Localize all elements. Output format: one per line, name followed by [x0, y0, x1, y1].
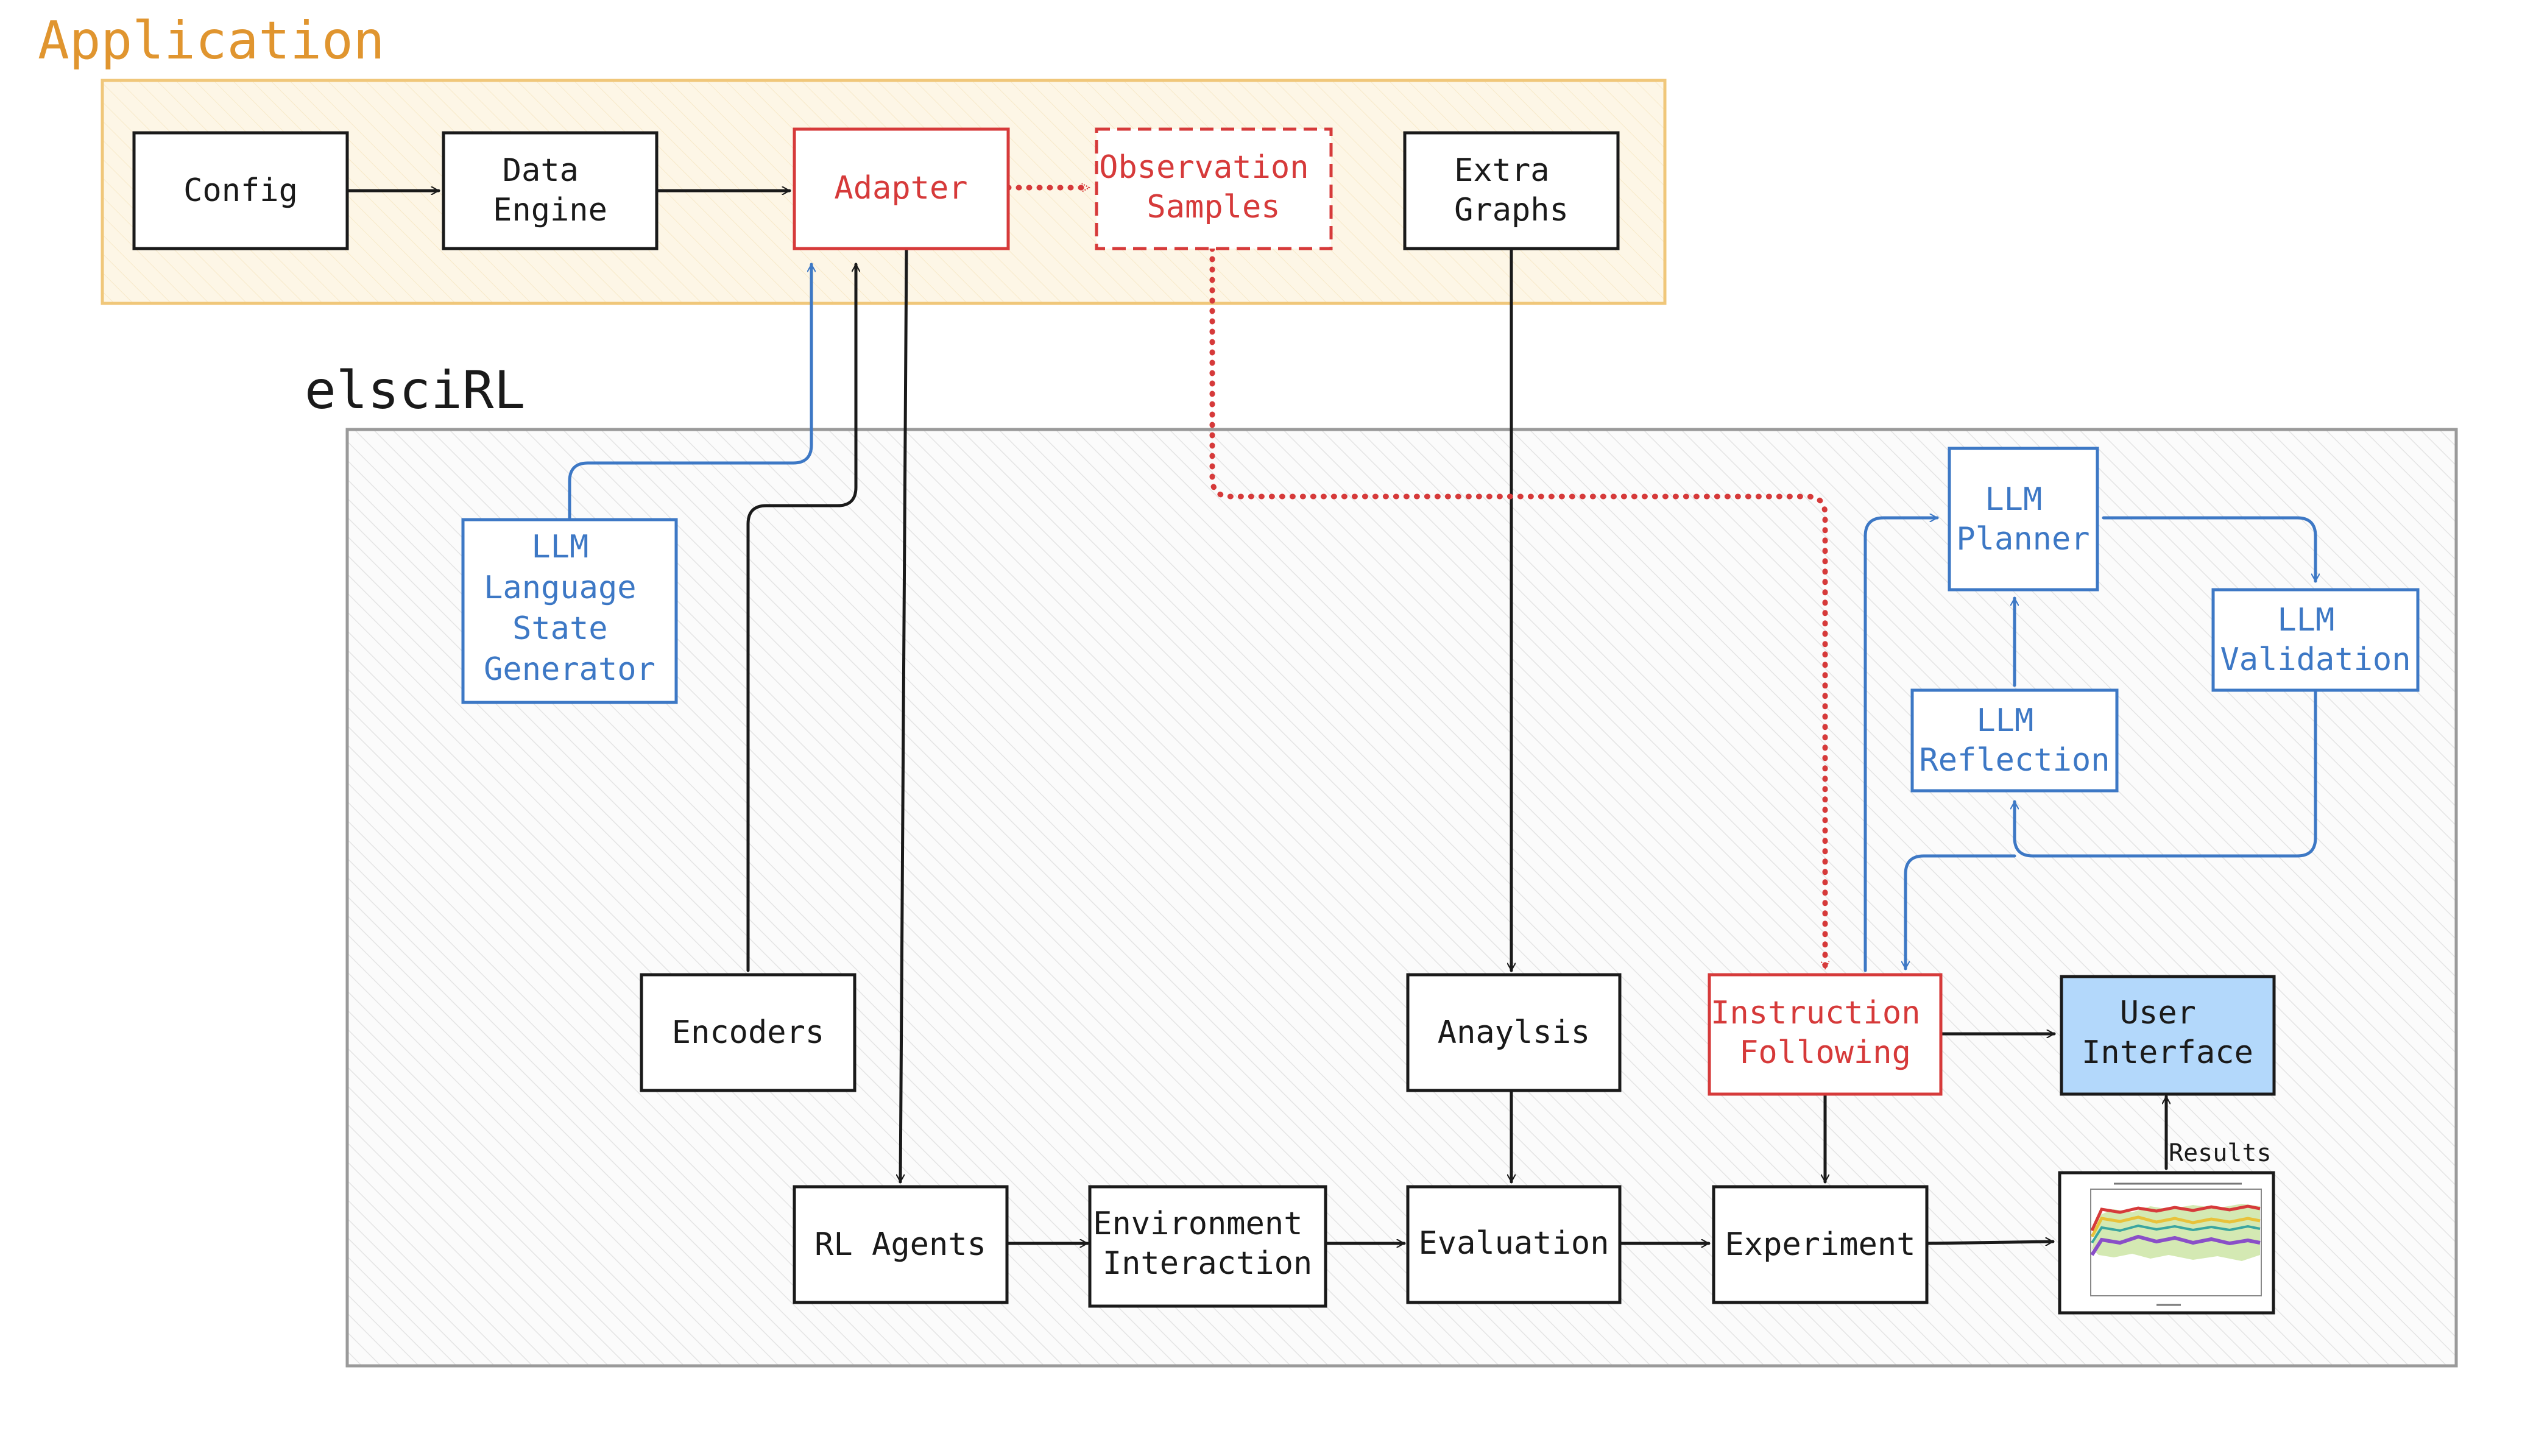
llm-reflection-node[interactable]: LLM Reflection	[1910, 688, 2119, 793]
edge-encoders-adapter	[746, 263, 856, 972]
llm-lsg-label-2: Language	[484, 570, 636, 606]
edge-adapter-rl-agents	[900, 247, 908, 1184]
instruction-following-node[interactable]: Instruction Following	[1708, 973, 1943, 1096]
svg-text:Evaluation: Evaluation	[1418, 1225, 1609, 1262]
edges	[345, 188, 2317, 1243]
llm-planner-node[interactable]: LLM Planner	[1948, 447, 2099, 592]
edge-observation-instruction	[1209, 246, 1825, 969]
analysis-node[interactable]: Anaylsis	[1406, 973, 1622, 1092]
llm-lsg-label-1: LLM	[531, 529, 588, 565]
llm-planner-label-2: Planner	[1956, 521, 2089, 557]
config-label: Config	[183, 172, 298, 209]
svg-text:Experiment: Experiment	[1725, 1226, 1915, 1263]
instruction-following-label-1: Instruction	[1711, 995, 1920, 1031]
environment-interaction-node[interactable]: Environment Interaction	[1088, 1185, 1327, 1308]
elscirl-group-title: elsciRL	[305, 360, 525, 421]
results-chart-series-red	[2090, 1204, 2261, 1232]
svg-text:Config: Config	[183, 172, 298, 209]
results-label: Results	[2169, 1139, 2272, 1167]
llm-language-state-generator-node[interactable]: LLM Language State Generator	[461, 518, 678, 704]
results-chart-thumbnail[interactable]	[2058, 1171, 2275, 1315]
svg-text:Encoders: Encoders	[672, 1014, 824, 1051]
edge-validation-instruction	[1906, 854, 2016, 970]
edge-experiment-results	[1925, 1242, 2055, 1243]
svg-text:RL Agents: RL Agents	[814, 1226, 986, 1263]
adapter-label: Adapter	[834, 170, 967, 207]
data-engine-label-2: Engine	[493, 192, 607, 228]
llm-lsg-label-3: State	[512, 610, 608, 647]
edge-planner-validation	[2102, 516, 2315, 583]
svg-text:Observation Samples: Observation Samples	[1099, 149, 1328, 225]
svg-text:LLM Planner: LLM Planner	[1956, 481, 2089, 557]
llm-lsg-label-4: Generator	[484, 651, 655, 688]
llm-validation-label-2: Validation	[2220, 641, 2411, 678]
observation-samples-node[interactable]: Observation Samples	[1095, 127, 1333, 250]
instruction-following-label-2: Following	[1739, 1034, 1911, 1071]
experiment-label: Experiment	[1725, 1226, 1915, 1263]
application-group-title: Application	[38, 10, 385, 71]
user-interface-label-1: User	[2120, 995, 2196, 1031]
environment-interaction-label-2: Interaction	[1103, 1245, 1312, 1282]
edge-instruction-planner	[1863, 518, 1939, 972]
svg-text:Instruction Following: Instruction Following	[1711, 995, 1940, 1071]
svg-text:LLM Language State: LLM Language State Generator	[484, 529, 655, 688]
llm-validation-label-1: LLM	[2277, 602, 2334, 638]
svg-text:LLM Validation: LLM Validation	[2220, 602, 2411, 678]
llm-planner-label-1: LLM	[1985, 481, 2042, 518]
extra-graphs-label-2: Graphs	[1454, 192, 1569, 228]
encoders-node[interactable]: Encoders	[640, 973, 857, 1092]
svg-text:User Interface: User Interface	[2082, 995, 2253, 1071]
svg-text:LLM Reflection: LLM Reflection	[1919, 702, 2110, 779]
llm-reflection-label-1: LLM	[1976, 702, 2033, 739]
data-engine-label-1: Data	[503, 152, 579, 189]
environment-interaction-label-1: Environment	[1093, 1206, 1302, 1242]
svg-text:Anaylsis: Anaylsis	[1438, 1014, 1590, 1051]
config-node[interactable]: Config	[132, 131, 349, 250]
analysis-label: Anaylsis	[1438, 1014, 1590, 1051]
svg-text:Environment Interaction: Environment Interaction	[1093, 1206, 1322, 1282]
svg-text:Data Engine: Data Engine	[493, 152, 607, 228]
evaluation-node[interactable]: Evaluation	[1406, 1185, 1622, 1304]
extra-graphs-label-1: Extra	[1454, 152, 1550, 189]
llm-validation-node[interactable]: LLM Validation	[2211, 588, 2420, 692]
edge-validation-reflection	[2015, 688, 2317, 858]
svg-text:Adapter: Adapter	[834, 170, 967, 207]
data-engine-node[interactable]: Data Engine	[442, 131, 659, 250]
results-chart-series-yellow	[2090, 1215, 2261, 1238]
experiment-node[interactable]: Experiment	[1712, 1185, 1929, 1304]
llm-reflection-label-2: Reflection	[1919, 742, 2110, 779]
evaluation-label: Evaluation	[1418, 1225, 1609, 1262]
encoders-label: Encoders	[672, 1014, 824, 1051]
svg-text:Extra Graphs: Extra Graphs	[1454, 152, 1569, 228]
user-interface-node[interactable]: User Interface	[2060, 975, 2276, 1096]
extra-graphs-node[interactable]: Extra Graphs	[1403, 131, 1620, 250]
observation-samples-label-2: Samples	[1146, 189, 1280, 225]
adapter-node[interactable]: Adapter	[793, 127, 1010, 250]
edge-lsg-adapter	[568, 263, 811, 520]
results-chart-series-purple	[2090, 1234, 2261, 1256]
observation-samples-label-1: Observation	[1099, 149, 1309, 186]
results-chart-series-teal	[2091, 1224, 2261, 1244]
user-interface-label-2: Interface	[2082, 1034, 2253, 1071]
rl-agents-node[interactable]: RL Agents	[793, 1185, 1009, 1304]
rl-agents-label: RL Agents	[814, 1226, 986, 1263]
